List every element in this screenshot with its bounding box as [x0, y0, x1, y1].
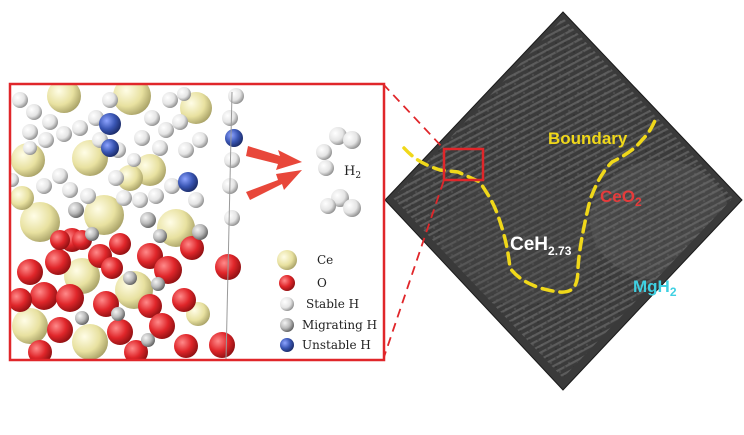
ceh-label: CeH2.73 — [510, 234, 572, 258]
legend-label-stable-h: Stable H — [306, 297, 359, 311]
arrow-upper — [246, 146, 302, 170]
migrating-h-icon — [280, 318, 294, 332]
atom-legend: Ce O Stable H Migrating H Unstable H — [277, 250, 377, 352]
legend-label-ce: Ce — [317, 253, 333, 267]
h2-label: H2 — [344, 164, 361, 181]
h2-molecules — [316, 127, 361, 217]
scale-bar-label: 2 nm — [521, 377, 554, 393]
atomic-model-panel: H2 Ce O Stable H Migrating H Unstable H — [8, 82, 386, 362]
boundary-outline — [402, 116, 658, 294]
ce-atoms — [10, 84, 212, 360]
ce-atom-icon — [277, 250, 297, 270]
o-atoms — [10, 228, 241, 360]
unstable-h-icon — [280, 338, 294, 352]
panel-frame — [8, 82, 386, 362]
unstable-h-atoms — [99, 113, 243, 192]
boundary-label: Boundary — [548, 129, 628, 148]
atom-cluster — [10, 84, 244, 360]
legend-label-o: O — [317, 276, 327, 290]
zoom-region-box — [442, 147, 485, 182]
zoom-connector-bottom — [382, 179, 445, 361]
tem-lattice — [393, 18, 733, 378]
migrating-h-atoms — [68, 202, 208, 347]
legend-label-migrating-h: Migrating H — [302, 318, 377, 332]
scale-bar — [522, 394, 556, 397]
tem-image: Boundary CeO2 CeH2.73 MgH2 2 nm — [384, 11, 743, 397]
mgh2-label: MgH2 — [633, 277, 677, 299]
arrow-lower — [246, 170, 302, 200]
release-arrows — [246, 146, 302, 200]
zoom-connector-top — [382, 83, 445, 150]
legend-label-unstable-h: Unstable H — [302, 338, 371, 352]
stable-h-icon — [280, 297, 294, 311]
o-atom-icon — [279, 275, 295, 291]
ceo2-label: CeO2 — [600, 187, 642, 209]
